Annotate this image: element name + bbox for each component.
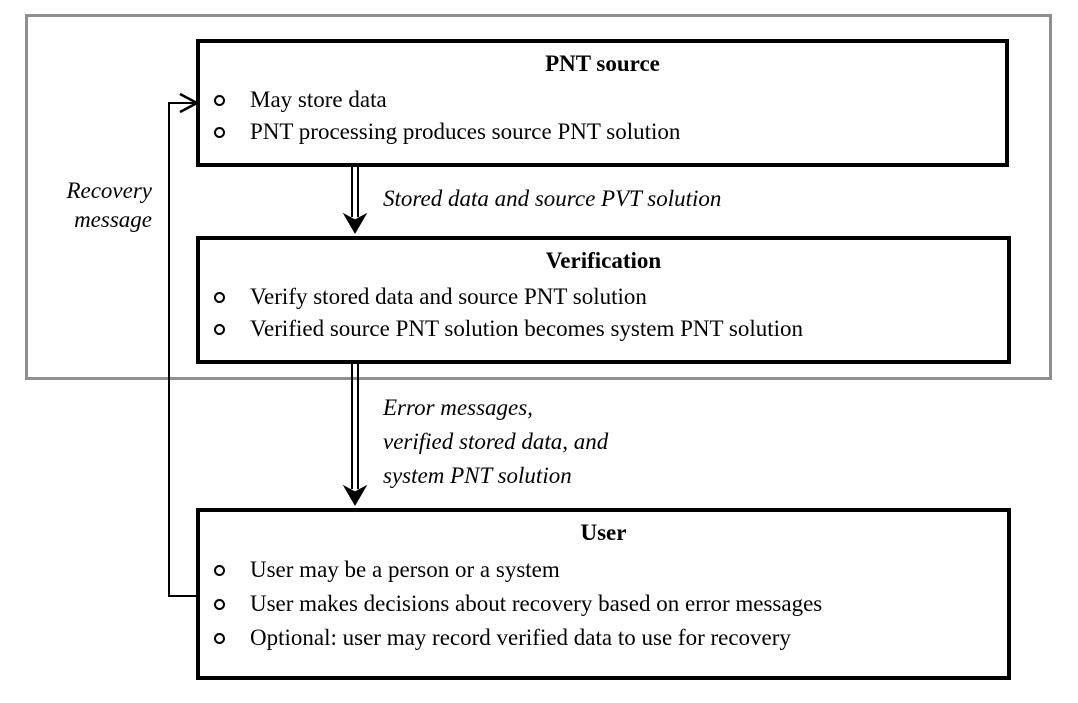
label-line: Error messages, [383,395,533,420]
bullet-text: User may be a person or a system [250,557,560,582]
label-error-messages: Error messages, verified stored data, an… [383,391,608,493]
list-item: User may be a person or a system [200,553,1007,587]
bullet-text: May store data [250,87,387,112]
list-item: PNT processing produces source PNT solut… [200,116,1005,148]
bullet-text: Optional: user may record verified data … [250,625,791,650]
bullet-circle-icon [214,94,225,106]
arrow-verification-to-user [342,362,368,506]
bullet-text: PNT processing produces source PNT solut… [250,119,681,144]
list-item: Verified source PNT solution becomes sys… [200,313,1007,345]
verification-bullet-list: Verify stored data and source PNT soluti… [200,281,1007,345]
label-line: verified stored data, and [383,429,609,454]
verification-box: Verification Verify stored data and sour… [196,236,1011,364]
label-recovery-message: Recovery message [28,176,152,234]
user-title: User [580,520,627,545]
pnt-source-bullet-list: May store data PNT processing produces s… [200,84,1005,148]
list-item: May store data [200,84,1005,116]
user-box: User User may be a person or a system Us… [196,508,1011,680]
bullet-circle-icon [214,632,225,644]
list-item: User makes decisions about recovery base… [200,587,1007,621]
bullet-circle-icon [214,323,225,335]
label-line: system PNT solution [383,463,572,488]
pnt-source-title: PNT source [545,51,660,76]
label-line: message [74,207,152,232]
bullet-circle-icon [214,291,225,303]
arrowhead-down-icon [342,484,368,506]
bullet-text: Verified source PNT solution becomes sys… [250,316,804,341]
user-bullet-list: User may be a person or a system User ma… [200,553,1007,655]
pnt-source-box: PNT source May store data PNT processing… [196,39,1009,167]
list-item: Optional: user may record verified data … [200,621,1007,655]
bullet-text: Verify stored data and source PNT soluti… [250,284,647,309]
label-line: Recovery [66,178,152,203]
recovery-scope-frame [25,14,1052,380]
bullet-circle-icon [214,598,225,610]
verification-title: Verification [545,248,662,273]
bullet-circle-icon [214,126,225,138]
label-stored-data-source-pvt: Stored data and source PVT solution [383,186,722,211]
list-item: Verify stored data and source PNT soluti… [200,281,1007,313]
bullet-circle-icon [214,564,225,576]
bullet-text: User makes decisions about recovery base… [250,591,823,616]
